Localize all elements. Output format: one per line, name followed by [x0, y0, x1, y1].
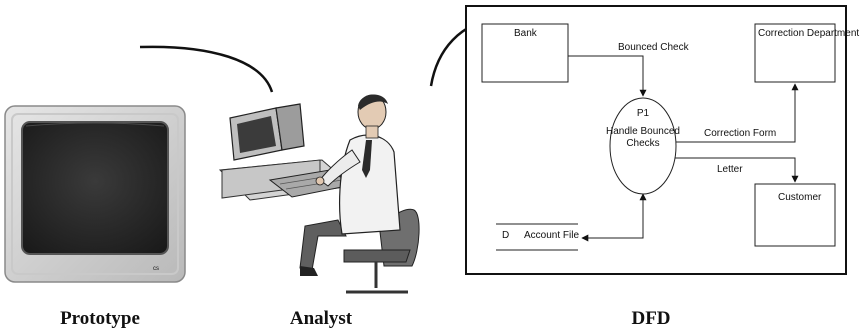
flow-correction-form [676, 83, 799, 143]
entity-bank [481, 23, 569, 83]
flow-correction-form-label: Correction Form [704, 128, 776, 139]
analyst-at-computer-icon [218, 94, 420, 294]
entity-bank-label: Bank [514, 28, 538, 39]
flow-bounced-check-label: Bounced Check [618, 42, 690, 53]
caption-dfd: DFD [631, 308, 670, 329]
data-store-name: Account File [524, 230, 579, 241]
process-p1-line1: Handle Bounced [606, 126, 680, 137]
monitor-icon: cs [4, 105, 186, 283]
flow-letter [675, 157, 799, 183]
process-p1-line2: Checks [626, 138, 659, 149]
entity-customer-label: Customer [778, 192, 822, 203]
caption-prototype: Prototype [60, 308, 140, 329]
connector-curve-left [139, 45, 274, 93]
flow-bounced-check [568, 55, 647, 97]
entity-correction-department-label: Correction Department [758, 28, 859, 39]
caption-analyst: Analyst [290, 308, 353, 329]
flow-account-file [581, 193, 647, 242]
monitor-badge: cs [153, 266, 159, 272]
flow-letter-label: Letter [717, 164, 743, 175]
entity-customer [754, 183, 836, 247]
data-store-id: D [502, 230, 509, 241]
process-p1-id: P1 [637, 108, 650, 119]
entity-correction-department [754, 23, 836, 83]
